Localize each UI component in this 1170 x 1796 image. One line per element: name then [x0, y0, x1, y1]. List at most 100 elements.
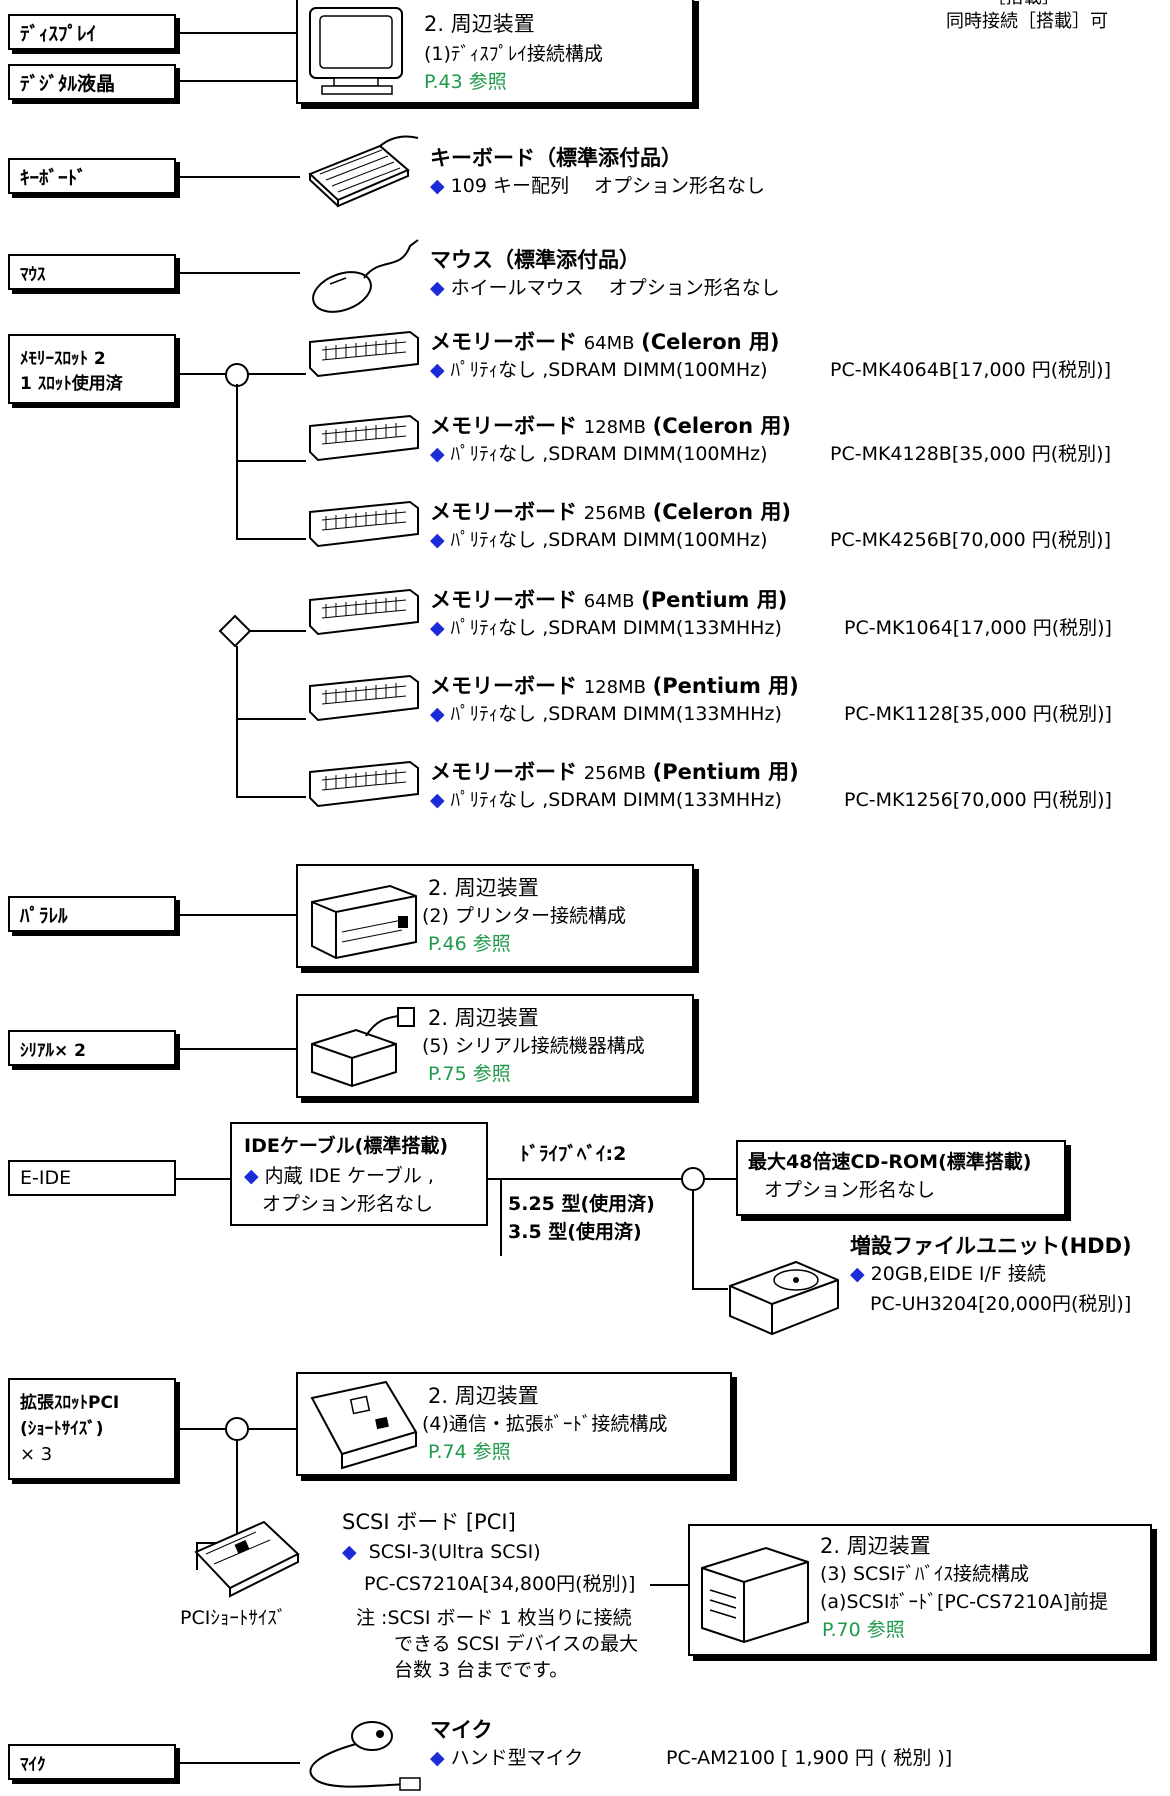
memory-module-icon [309, 760, 419, 808]
port-keyboard: ｷｰﾎﾞｰﾄﾞ [8, 158, 176, 194]
or-circle-icon [225, 1417, 249, 1441]
memory-board-cpu: (Celeron 用) [652, 500, 791, 524]
serial-ref-link[interactable]: P.75 参照 [428, 1063, 511, 1085]
port-mic: ﾏｲｸ [8, 1744, 176, 1780]
drive-bay-line2: 3.5 型(使用済) [508, 1221, 642, 1243]
hdd-line1: ◆ 20GB,EIDE I/F 接続 [850, 1263, 1046, 1285]
drive-bay-line1: 5.25 型(使用済) [508, 1193, 655, 1215]
memory-board-name: メモリーボード [430, 588, 577, 612]
port-eide: E-IDE [8, 1160, 176, 1196]
serial-ref-title: 2. 周辺装置 [428, 1006, 539, 1030]
memory-board-title: メモリーボード 256MB (Celeron 用) [430, 500, 791, 526]
memory-slot-line1: ﾒﾓﾘｰｽﾛｯﾄ 2 [20, 349, 106, 369]
memory-board-size: 256MB [583, 763, 646, 784]
connector-line [248, 373, 306, 375]
serial-ref-sub: (5) シリアル接続機器構成 [422, 1035, 645, 1057]
scsi-ref-link[interactable]: P.70 参照 [822, 1619, 905, 1641]
top-right-partial: ⋯⋯ ［搭載］ [946, 0, 1060, 10]
ide-cable-line2: オプション形名なし [262, 1193, 434, 1215]
memory-board-size: 64MB [583, 591, 635, 612]
hdd-drive-icon [729, 1260, 839, 1336]
connector-line [236, 538, 306, 540]
and-diamond-icon [218, 614, 252, 648]
memory-board-title: メモリーボード 64MB (Pentium 用) [430, 588, 787, 614]
memory-board-model: PC-MK4128B[35,000 円(税別)] [830, 443, 1111, 465]
memory-board-name: メモリーボード [430, 414, 577, 438]
diamond-bullet-icon: ◆ [430, 175, 445, 197]
keyboard-title: キーボード（標準添付品） [430, 146, 682, 170]
connector-line [650, 1584, 688, 1586]
memory-board-desc: ﾊﾟﾘﾃｨなし ,SDRAM DIMM(100MHz) [450, 443, 768, 465]
branch-line [692, 1190, 694, 1288]
connector-line [236, 796, 306, 798]
scsi-note1: 注 :SCSI ボード 1 枚当りに接続 [356, 1607, 632, 1629]
memory-board-size: 64MB [583, 333, 635, 354]
memory-board-desc-line: ◆ ﾊﾟﾘﾃｨなし ,SDRAM DIMM(100MHz) [430, 528, 768, 552]
ide-cable-line1: ◆ 内蔵 IDE ケーブル , [244, 1165, 434, 1187]
scsi-board-line2: PC-CS7210A[34,800円(税別)] [364, 1573, 636, 1595]
scsi-ref-title: 2. 周辺装置 [820, 1534, 931, 1558]
connector-line [488, 1178, 682, 1180]
connector-line [692, 1288, 728, 1290]
diamond-bullet-icon: ◆ [430, 703, 445, 725]
memory-board-title: メモリーボード 128MB (Celeron 用) [430, 414, 791, 440]
memory-board-cpu: (Celeron 用) [652, 414, 791, 438]
expansion-card-icon [310, 1380, 418, 1470]
cdrom-title: 最大48倍速CD-ROM(標準搭載) [748, 1151, 1032, 1173]
port-parallel: ﾊﾟﾗﾚﾙ [8, 896, 176, 932]
ide-cable-box [230, 1122, 488, 1226]
hdd-title: 増設ファイルユニット(HDD) [850, 1234, 1132, 1258]
memory-board-size: 128MB [583, 677, 646, 698]
memory-board-cpu: (Pentium 用) [652, 674, 799, 698]
memory-board-model: PC-MK1064[17,000 円(税別)] [844, 617, 1112, 639]
printer-ref-title: 2. 周辺装置 [428, 876, 539, 900]
pci-slot-line3: × 3 [20, 1444, 53, 1465]
memory-board-model: PC-MK4064B[17,000 円(税別)] [830, 359, 1111, 381]
scsi-board-title: SCSI ボード [PCI] [342, 1510, 516, 1534]
printer-ref-link[interactable]: P.46 参照 [428, 933, 511, 955]
connector-line [180, 32, 296, 34]
pci-slot-line1: 拡張ｽﾛｯﾄPCI [20, 1393, 120, 1413]
cdrom-line: オプション形名なし [764, 1179, 936, 1201]
port-pci-slot: 拡張ｽﾛｯﾄPCI (ｼｮｰﾄｻｲｽﾞ) × 3 [8, 1378, 176, 1480]
port-display: ﾃﾞｨｽﾌﾟﾚｲ [8, 14, 176, 50]
connector-line [248, 1428, 296, 1430]
memory-board-desc: ﾊﾟﾘﾃｨなし ,SDRAM DIMM(100MHz) [450, 359, 768, 381]
diamond-bullet-icon: ◆ [850, 1263, 865, 1285]
port-serial: ｼﾘｱﾙ× 2 [8, 1030, 176, 1066]
memory-board-cpu: (Pentium 用) [652, 760, 799, 784]
connector-line [180, 80, 296, 82]
memory-board-title: メモリーボード 64MB (Celeron 用) [430, 330, 780, 356]
display-ref-link[interactable]: P.43 参照 [424, 71, 507, 93]
scsi-card-caption: PCIｼｮｰﾄｻｲｽﾞ [180, 1607, 287, 1629]
pci-ref-sub: (4)通信・拡張ﾎﾞｰﾄﾞ接続構成 [422, 1413, 668, 1435]
port-digital-lcd: ﾃﾞｼﾞﾀﾙ液晶 [8, 64, 176, 100]
keyboard-icon [308, 135, 419, 208]
memory-board-title: メモリーボード 128MB (Pentium 用) [430, 674, 799, 700]
connector-line [180, 1428, 226, 1430]
top-right-note: 同時接続［搭載］可 [946, 11, 1108, 32]
memory-slot-line2: 1 ｽﾛｯﾄ使用済 [20, 374, 123, 394]
diamond-bullet-icon: ◆ [430, 1747, 445, 1769]
memory-board-desc: ﾊﾟﾘﾃｨなし ,SDRAM DIMM(133MHHz) [450, 789, 782, 811]
diamond-bullet-icon: ◆ [342, 1541, 357, 1563]
connector-line [180, 272, 300, 274]
mouse-title: マウス（標準添付品） [430, 248, 640, 272]
scsi-card-icon [194, 1520, 300, 1598]
memory-board-title: メモリーボード 256MB (Pentium 用) [430, 760, 799, 786]
connector-line [180, 1048, 296, 1050]
pci-ref-link[interactable]: P.74 参照 [428, 1441, 511, 1463]
memory-board-desc-line: ◆ ﾊﾟﾘﾃｨなし ,SDRAM DIMM(100MHz) [430, 358, 768, 382]
scsi-ref-sub2: (a)SCSIﾎﾞｰﾄﾞ[PC-CS7210A]前提 [820, 1591, 1109, 1613]
memory-board-desc-line: ◆ ﾊﾟﾘﾃｨなし ,SDRAM DIMM(100MHz) [430, 442, 768, 466]
memory-module-icon [309, 588, 419, 636]
mic-title: マイク [430, 1718, 493, 1742]
memory-board-name: メモリーボード [430, 330, 577, 354]
memory-board-desc-line: ◆ ﾊﾟﾘﾃｨなし ,SDRAM DIMM(133MHHz) [430, 788, 782, 812]
ide-cable-title: IDEケーブル(標準搭載) [244, 1135, 449, 1157]
memory-board-desc-line: ◆ ﾊﾟﾘﾃｨなし ,SDRAM DIMM(133MHHz) [430, 702, 782, 726]
diamond-bullet-icon: ◆ [430, 277, 445, 299]
memory-board-cpu: (Celeron 用) [641, 330, 780, 354]
diamond-bullet-icon: ◆ [430, 529, 445, 551]
port-mouse: ﾏｳｽ [8, 254, 176, 290]
